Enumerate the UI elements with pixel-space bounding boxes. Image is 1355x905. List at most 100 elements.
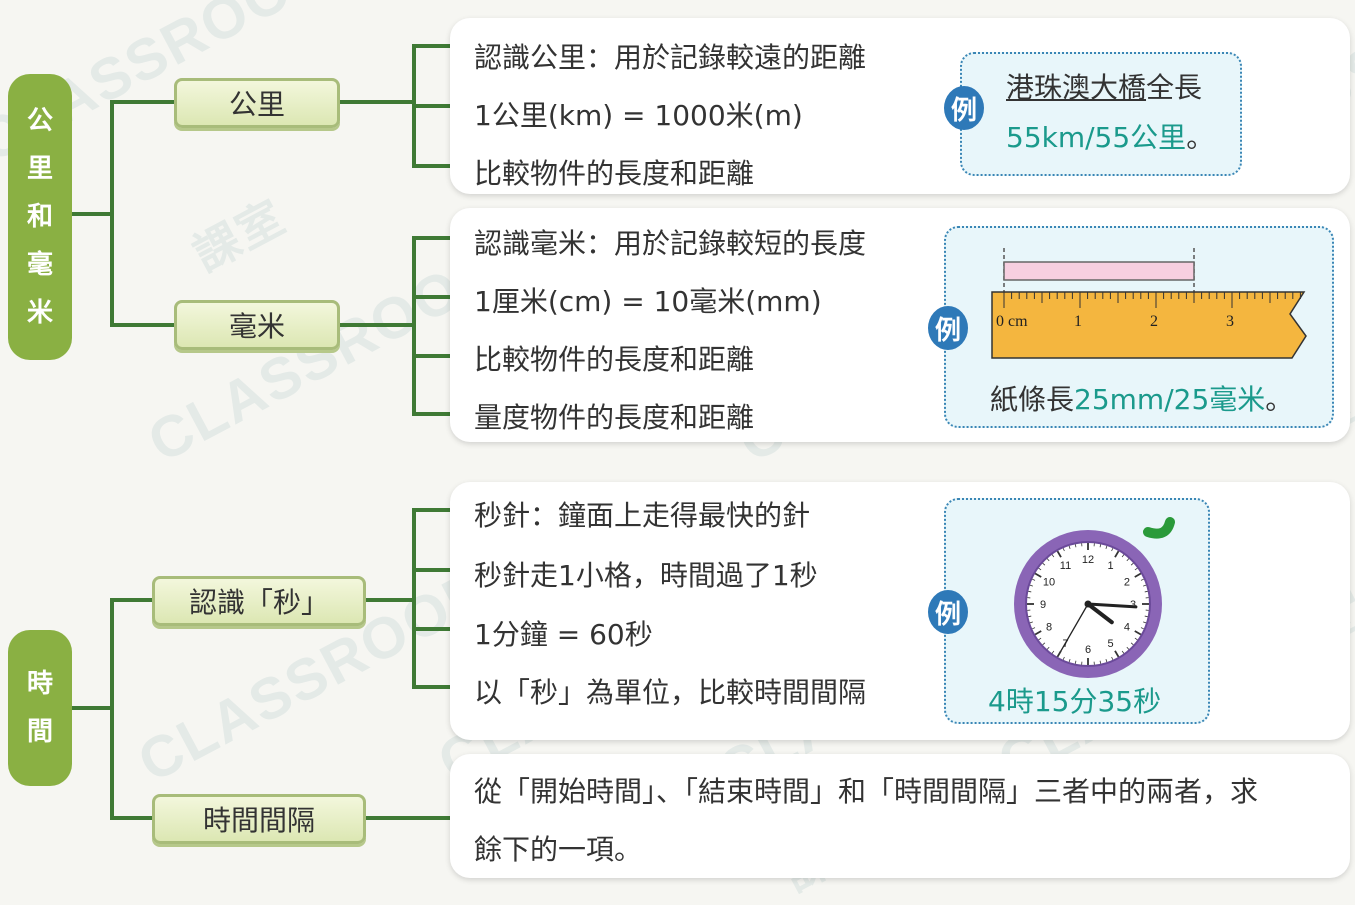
km-example-answer: 55km/55公里。 [1006,116,1214,156]
clock-answer: 4時15分35秒 [988,680,1161,720]
strip-label: 紙條長 [990,383,1074,416]
clock-number: 10 [1043,577,1055,589]
root-char: 毫 [27,241,53,289]
clock-number: 6 [1085,644,1091,656]
connector-line [412,44,454,48]
sec-line: 1分鐘 = 60秒 [474,613,653,653]
connector-line [412,295,454,299]
node-label: 毫米 [229,305,285,345]
clock-number: 3 [1130,599,1136,611]
mm-line: 比較物件的長度和距離 [474,338,754,378]
node-label: 公里 [229,83,285,123]
interval-line: 從「開始時間」、「結束時間」和「時間間隔」三者中的兩者，求 [474,770,1258,810]
clock-number: 2 [1124,577,1130,589]
sec-line: 秒針：鐘面上走得最快的針 [474,494,810,534]
example-box-clock: 121234567891011 4時15分35秒 [944,498,1210,724]
root-char: 公 [27,97,53,145]
connector-line [412,236,454,240]
connector-line [366,598,414,602]
connector-line [340,100,414,104]
connector-line [110,100,114,327]
ruler-illustration: 0 cm 1 2 3 [986,242,1316,382]
ruler-tick-label: 1 [1074,313,1082,330]
connector-line [412,236,416,416]
mm-example-answer: 紙條長25mm/25毫米。 [990,378,1293,418]
connector-line [72,706,112,710]
clock-center [1085,601,1092,608]
root-node-length: 公 里 和 毫 米 [8,74,72,360]
node-label: 時間間隔 [203,799,315,839]
mm-line: 認識毫米：用於記錄較短的長度 [474,222,866,262]
clock-number: 12 [1082,554,1094,566]
root-char: 米 [27,289,53,337]
panel-kilometre: 認識公里：用於記錄較遠的距離 1公里(km) = 1000米(m) 比較物件的長… [450,18,1350,194]
connector-line [110,816,154,820]
answer-text: 55km/55公里 [1006,121,1186,154]
ruler-tick-label: 3 [1226,313,1234,330]
root-char: 間 [27,708,53,756]
connector-line [412,412,454,416]
ruler-tick-label: 2 [1150,313,1158,330]
example-box-mm: 0 cm 1 2 3 紙條長25mm/25毫米。 [944,226,1334,428]
node-time-interval: 時間間隔 [152,794,366,844]
connector-line [412,104,454,108]
connector-line [412,568,454,572]
panel-seconds: 秒針：鐘面上走得最快的針 秒針走1小格，時間過了1秒 1分鐘 = 60秒 以「秒… [450,482,1350,740]
paper-strip [1004,262,1194,280]
example-box-km: 港珠澳大橋全長 55km/55公里。 [960,52,1242,176]
clock-number: 5 [1107,638,1113,650]
connector-line [110,100,176,104]
connector-line [412,354,454,358]
km-line: 1公里(km) = 1000米(m) [474,94,803,134]
example-badge: 例 [944,86,984,130]
answer-text: 25mm/25毫米 [1074,383,1265,416]
root-char: 和 [27,193,53,241]
badge-label: 例 [935,594,961,631]
connector-line [340,323,414,327]
clock-number: 4 [1124,622,1130,634]
example-badge: 例 [928,306,968,350]
clock-number: 11 [1060,560,1071,572]
clock-number: 8 [1046,622,1052,634]
node-kilometre: 公里 [174,78,340,128]
clock-number: 9 [1040,599,1046,611]
clock-number: 1 [1107,560,1113,572]
node-millimetre: 毫米 [174,300,340,350]
clock-stem [1148,522,1170,534]
bridge-name: 港珠澳大橋 [1006,71,1146,104]
clock-illustration: 121234567891011 [998,508,1218,678]
interval-line: 餘下的一項。 [474,828,642,868]
panel-time-interval: 從「開始時間」、「結束時間」和「時間間隔」三者中的兩者，求 餘下的一項。 [450,754,1350,878]
connector-line [110,598,114,820]
sec-line: 秒針走1小格，時間過了1秒 [474,554,818,594]
connector-line [412,508,454,512]
period: 。 [1265,383,1293,416]
root-char: 時 [27,660,53,708]
badge-label: 例 [935,310,961,347]
bridge-length-label: 全長 [1146,71,1202,104]
period: 。 [1186,121,1214,154]
connector-line [72,212,112,216]
panel-millimetre: 認識毫米：用於記錄較短的長度 1厘米(cm) = 10毫米(mm) 比較物件的長… [450,208,1350,442]
ruler-body [992,292,1306,358]
km-line: 比較物件的長度和距離 [474,152,754,192]
connector-line [412,508,416,688]
connector-line [110,598,154,602]
root-char: 里 [27,145,53,193]
node-seconds: 認識「秒」 [152,576,366,626]
root-node-time: 時 間 [8,630,72,786]
sec-line: 以「秒」為單位，比較時間間隔 [474,671,866,711]
ruler-tick-label: 0 cm [996,313,1028,330]
connector-line [412,164,454,168]
watermark-text: 課室 [180,181,296,284]
mm-line: 量度物件的長度和距離 [474,396,754,436]
mm-line: 1厘米(cm) = 10毫米(mm) [474,280,822,320]
connector-line [412,627,454,631]
km-line: 認識公里：用於記錄較遠的距離 [474,36,866,76]
node-label: 認識「秒」 [189,581,329,621]
connector-line [366,816,456,820]
km-example-text: 港珠澳大橋全長 [1006,66,1202,106]
connector-line [412,685,454,689]
connector-line [110,323,176,327]
badge-label: 例 [951,90,977,127]
